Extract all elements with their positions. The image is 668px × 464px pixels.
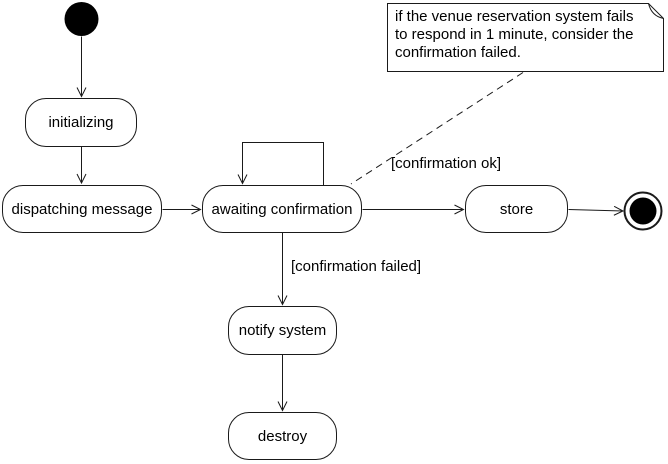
note-shape xyxy=(387,3,664,72)
initial-state-node xyxy=(64,2,99,36)
transition-label-confirmation-ok: [confirmation ok] xyxy=(391,155,502,172)
note-text-line: to respond in 1 minute, consider the xyxy=(395,26,634,43)
state-dispatching-message: dispatching message xyxy=(2,185,162,233)
final-state-node xyxy=(629,197,657,225)
transition-awaiting-self-loop xyxy=(237,142,324,186)
note-text-line: confirmation failed. xyxy=(395,44,521,61)
state-destroy: destroy xyxy=(228,412,337,460)
state-label: store xyxy=(499,200,534,218)
state-label: awaiting confirmation xyxy=(211,200,353,218)
note-text-line: if the venue reservation system fails xyxy=(395,8,634,25)
state-label: dispatching message xyxy=(11,200,153,218)
note: if the venue reservation system fails to… xyxy=(387,3,663,72)
state-store: store xyxy=(465,185,568,233)
note-fold-icon xyxy=(648,3,664,19)
state-notify-system: notify system xyxy=(228,306,337,355)
state-label: destroy xyxy=(257,427,308,445)
state-awaiting-confirmation: awaiting confirmation xyxy=(202,185,362,233)
state-initializing: initializing xyxy=(25,98,137,147)
state-label: notify system xyxy=(238,322,327,339)
state-label: initializing xyxy=(48,114,114,131)
transition-store-to-final xyxy=(568,205,625,216)
note-anchor-line xyxy=(350,72,524,185)
transition-label-confirmation-failed: [confirmation failed] xyxy=(291,258,422,275)
